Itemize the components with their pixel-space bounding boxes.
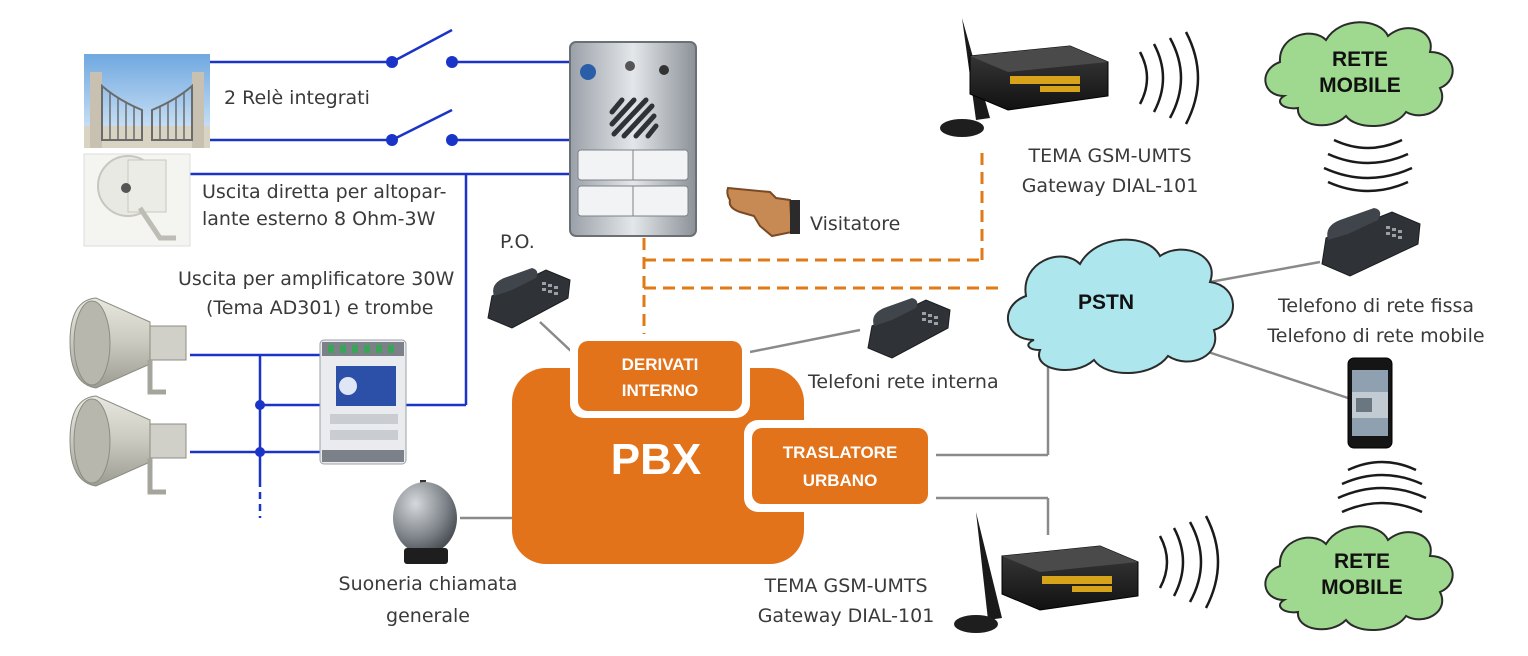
trunk-label-1: TRASLATORE xyxy=(783,443,898,462)
desk-phone-icon[interactable] xyxy=(487,268,571,329)
extensions-label-1: DERIVATI xyxy=(622,355,699,374)
gateway-bottom-label-2: Gateway DIAL-101 xyxy=(758,605,935,627)
amp-out-label-2: (Tema AD301) e trombe xyxy=(206,297,433,319)
fixed-phone-label: Telefono di rete fissa xyxy=(1277,295,1474,317)
cloud-label: RETE xyxy=(1334,550,1390,573)
pbx-title: PBX xyxy=(611,435,701,484)
desk-phone-icon[interactable] xyxy=(1321,208,1421,277)
amp-out-label-1: Uscita per amplificatore 30W xyxy=(178,268,454,290)
radio-waves-icon xyxy=(1323,138,1413,193)
desk-phone-icon[interactable] xyxy=(867,298,951,359)
radio-waves-icon xyxy=(1138,31,1200,125)
gsm-gateway-icon[interactable] xyxy=(940,18,1109,137)
cloud-pstn: PSTN xyxy=(1007,238,1234,374)
radio-waves-icon xyxy=(1337,460,1427,514)
bell-label-2: generale xyxy=(386,605,470,627)
internal-phones-label: Telefoni rete interna xyxy=(807,371,999,393)
gateway-top-label-1: TEMA GSM-UMTS xyxy=(1027,145,1191,167)
wire-junctions xyxy=(255,56,458,457)
extensions-label-2: INTERNO xyxy=(622,381,699,400)
gateway-bottom-label-1: TEMA GSM-UMTS xyxy=(763,575,927,597)
cloud-mobile-bottom: RETE MOBILE xyxy=(1264,525,1454,632)
speaker-out-label-2: lante esterno 8 Ohm-3W xyxy=(202,208,436,230)
radio-waves-icon xyxy=(1158,515,1220,609)
door-intercom-icon[interactable] xyxy=(569,41,697,237)
bell-icon xyxy=(393,480,457,564)
speaker-out-label-1: Uscita diretta per altopar- xyxy=(202,181,446,203)
horn-speaker-icon xyxy=(69,297,187,395)
relay-wiring xyxy=(190,28,570,518)
relays-label: 2 Relè integrati xyxy=(224,87,370,109)
cloud-label: MOBILE xyxy=(1321,576,1403,599)
gate-icon xyxy=(84,54,210,148)
bell-label-1: Suoneria chiamata xyxy=(339,573,518,595)
pbx-trunk-box[interactable]: TRASLATORE URBANO xyxy=(744,420,936,512)
visitor-label: Visitatore xyxy=(810,213,900,235)
gateway-top-label-2: Gateway DIAL-101 xyxy=(1022,175,1199,197)
speaker-icon xyxy=(83,153,191,247)
pbx-extensions-box[interactable]: DERIVATI INTERNO xyxy=(570,334,750,418)
cloud-mobile-top: RETE MOBILE xyxy=(1264,21,1454,128)
po-label: P.O. xyxy=(500,231,535,253)
trunk-label-2: URBANO xyxy=(803,471,878,490)
mobile-phone-label: Telefono di rete mobile xyxy=(1266,325,1484,347)
cloud-label: PSTN xyxy=(1078,291,1134,314)
intercom-dashed-links xyxy=(642,150,1000,336)
smartphone-icon[interactable] xyxy=(1347,357,1393,449)
horn-speaker-icon xyxy=(69,395,187,495)
cloud-label: RETE xyxy=(1332,48,1388,71)
gsm-gateway-icon[interactable] xyxy=(954,512,1139,633)
pointing-hand-icon xyxy=(726,186,800,238)
amplifier-module-icon xyxy=(319,339,407,465)
cloud-label: MOBILE xyxy=(1319,74,1401,97)
